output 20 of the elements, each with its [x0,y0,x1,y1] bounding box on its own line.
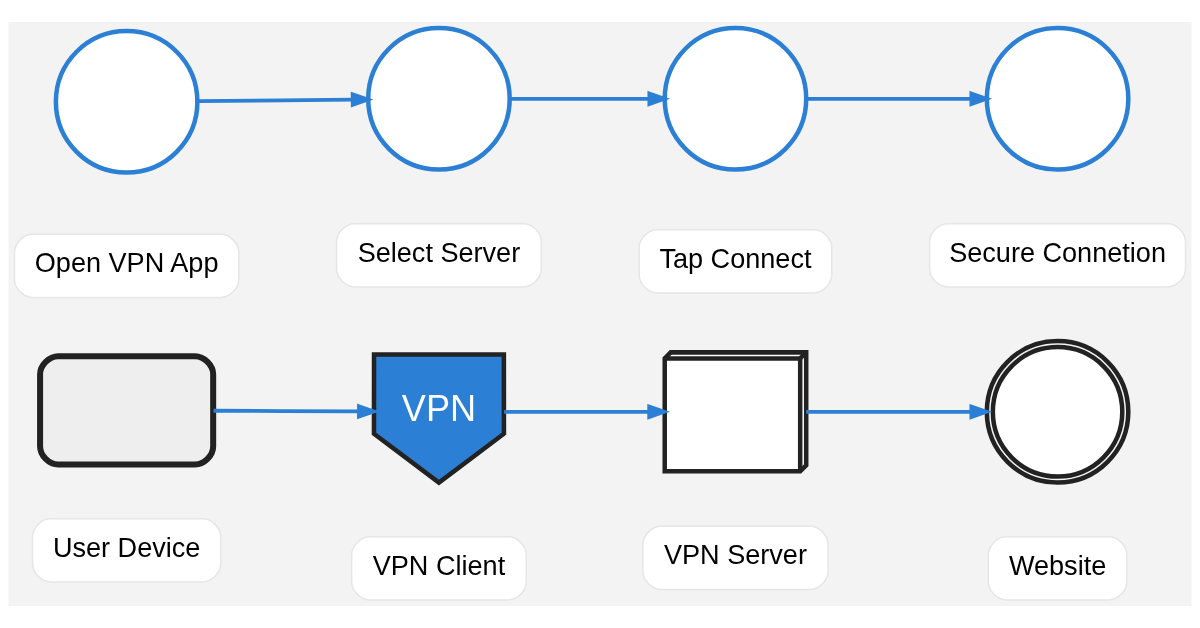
node-label: Select Server [357,236,521,268]
node-label: Open VPN App [34,247,219,279]
node-circle [662,25,809,172]
node-label: VPN Client [372,549,506,581]
node-laptop [37,353,217,468]
node-label: VPN Server [663,539,807,571]
node-label: User Device [52,531,201,563]
node-circle [984,25,1131,172]
node-label: Website [1008,549,1107,581]
node-circle [53,28,200,175]
node-label: Tap Connect [659,242,812,274]
node-circle [365,25,512,172]
arrow [806,90,993,107]
node-globe [984,338,1131,485]
arrow [510,90,671,107]
arrow [504,403,670,420]
arrow [213,403,380,420]
arrow [806,403,993,420]
node-label: Secure Connetion [949,236,1166,268]
arrow [197,91,374,108]
